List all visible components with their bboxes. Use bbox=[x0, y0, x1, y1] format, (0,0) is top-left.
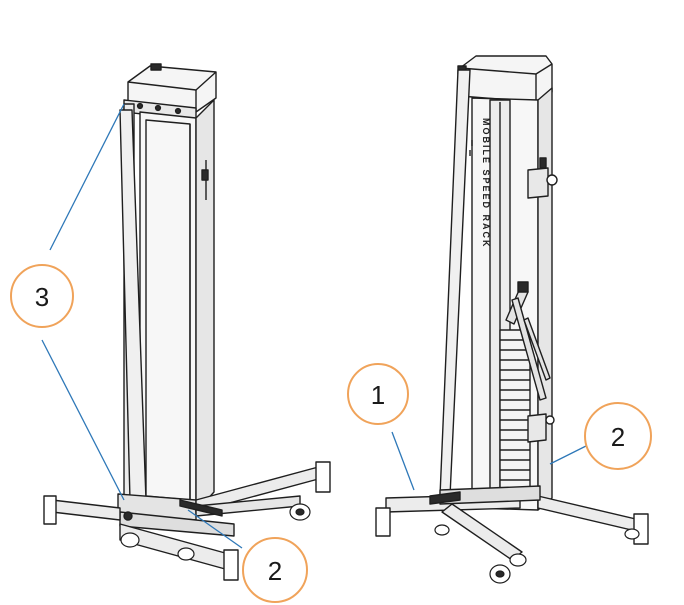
caster-wheel-icon bbox=[434, 524, 640, 584]
callout-label: 1 bbox=[371, 380, 385, 410]
callout-2-left: 2 bbox=[242, 537, 308, 603]
callout-label: 2 bbox=[268, 556, 282, 586]
column-brand-text: MOBILE SPEED RACK bbox=[481, 118, 491, 249]
weight-stack bbox=[499, 329, 531, 501]
leader-lines bbox=[41, 103, 587, 549]
leader-line-3-bottom bbox=[41, 339, 125, 501]
callout-1: 1 bbox=[347, 363, 409, 425]
right-rack-drawing bbox=[375, 55, 649, 561]
leader-line-left-2 bbox=[187, 509, 243, 549]
leader-line-3-top bbox=[49, 103, 125, 251]
leader-line-right-2 bbox=[549, 445, 587, 465]
callout-label: 2 bbox=[611, 422, 625, 452]
caster-wheel-icon bbox=[120, 503, 311, 561]
leader-line-right-1 bbox=[391, 431, 415, 491]
left-rack-drawing bbox=[43, 63, 331, 581]
callout-2-right: 2 bbox=[584, 402, 652, 470]
callout-3: 3 bbox=[10, 264, 74, 328]
callout-label: 3 bbox=[35, 282, 49, 312]
